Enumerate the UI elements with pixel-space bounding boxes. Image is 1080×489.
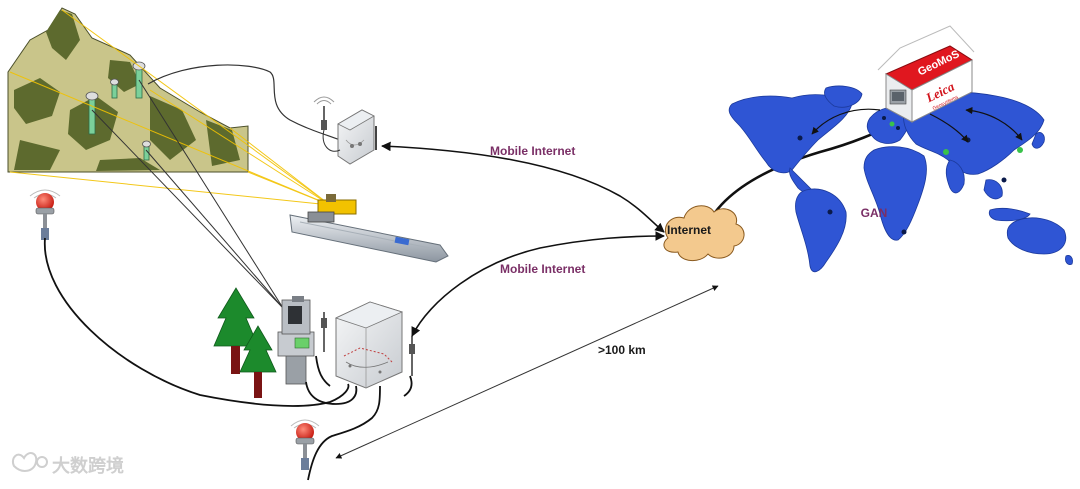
prism-marker (142, 140, 151, 161)
scanner-rail-equipment (289, 194, 449, 263)
cable-mountain-to-box (147, 64, 341, 141)
antenna-icon (409, 336, 415, 376)
antenna-icon (313, 96, 341, 152)
internet-label: Internet (667, 223, 711, 237)
distance-label: >100 km (598, 343, 646, 357)
prism-marker (85, 91, 99, 135)
antenna-icon (321, 312, 327, 352)
monitoring-control-box-top (337, 109, 377, 165)
sighting-lines (91, 79, 284, 309)
link-mobile-internet-bottom (411, 231, 665, 337)
link-mobile-internet-top (381, 141, 665, 233)
gan-links (811, 106, 1023, 143)
gan-label: GAN (861, 206, 888, 220)
internet-cloud-icon (663, 205, 745, 261)
watermark-logo-icon (12, 452, 48, 472)
warning-beacon-icon (290, 419, 320, 470)
total-station-instrument (277, 296, 315, 385)
monitoring-control-box-bottom (334, 301, 404, 389)
geomos-server-house (877, 25, 975, 123)
watermark-text: 大数跨境 (52, 455, 124, 477)
link-distance-100km (335, 285, 719, 459)
mobile-internet-label-bottom: Mobile Internet (500, 262, 585, 276)
mountain-illustration (7, 7, 249, 173)
mobile-internet-label-top: Mobile Internet (490, 144, 575, 158)
tree-icon (239, 325, 277, 398)
warning-beacon-icon (29, 189, 61, 240)
prism-marker (110, 78, 119, 99)
tree-icon (213, 287, 259, 374)
network-nodes (797, 116, 1023, 235)
laser-scan-lines (9, 9, 331, 206)
